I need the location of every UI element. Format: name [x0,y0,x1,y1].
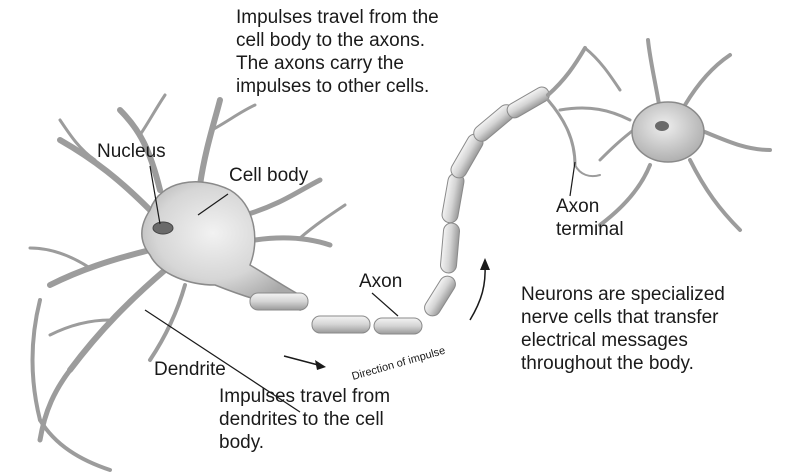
axon-terminal-label: Axon terminal [556,195,624,241]
nucleus-label: Nucleus [97,140,166,163]
direction-of-impulse-label: Direction of impulse [351,345,447,383]
axon-terminal-branches [548,48,630,176]
myelin-sheath [250,84,552,334]
dendrite-to-cell-body-note: Impulses travel from dendrites to the ce… [219,385,439,454]
axon-label: Axon [359,270,402,293]
cell-body-label: Cell body [229,164,308,187]
dendrite-label: Dendrite [154,358,226,381]
neuron-definition-note: Neurons are specialized nerve cells that… [521,283,791,375]
second-neuron [600,40,770,230]
cell-body-to-axon-note: Impulses travel from the cell body to th… [236,6,536,98]
nucleus-shape [153,222,173,234]
